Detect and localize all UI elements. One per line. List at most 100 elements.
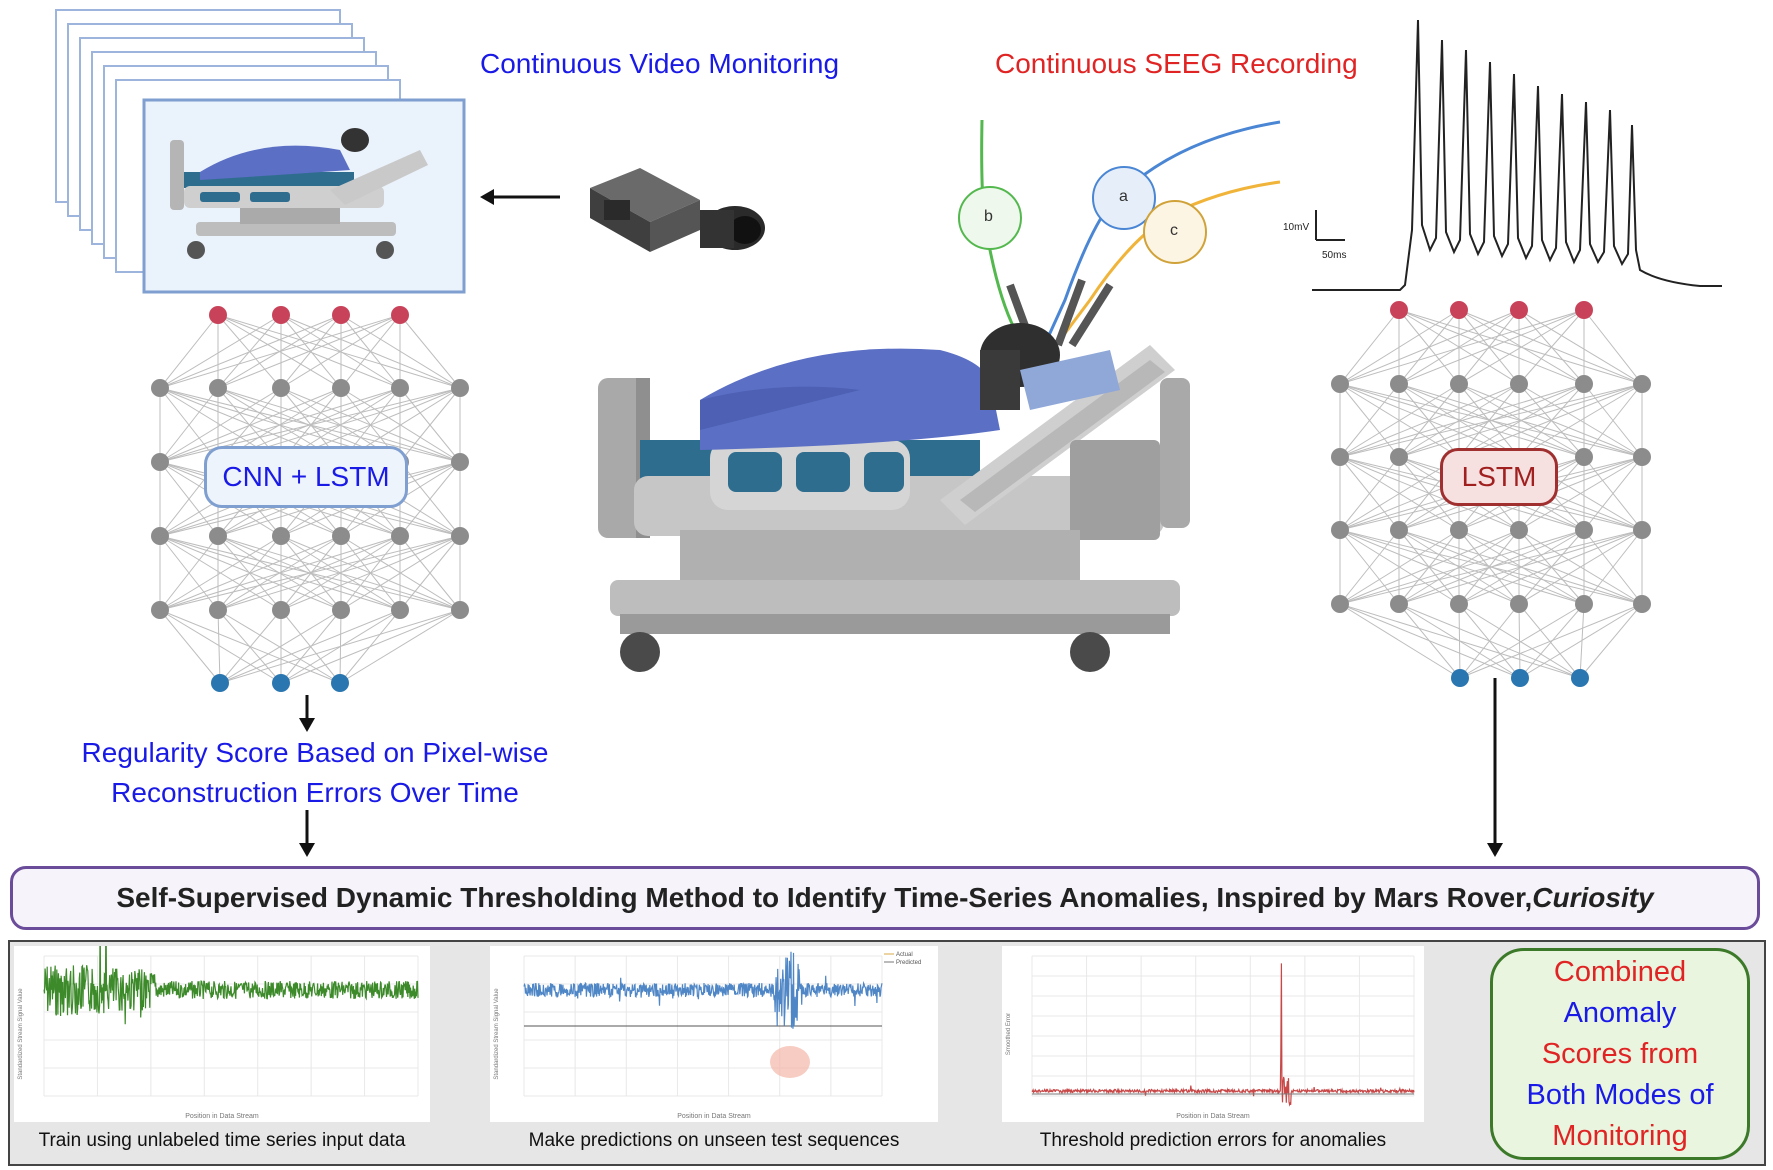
regularity-score-label: Regularity Score Based on Pixel-wise Rec… [0, 733, 630, 813]
output-node [1451, 669, 1469, 687]
method-banner: Self-Supervised Dynamic Thresholding Met… [10, 866, 1760, 930]
network-edge [1518, 383, 1643, 458]
train-chart-ylabel: Standardized Stream Signal Value [18, 988, 24, 1080]
network-edge [217, 609, 282, 684]
network-edge [1339, 603, 1461, 679]
hidden-node [1450, 521, 1468, 539]
network-edge [1339, 383, 1400, 458]
scale-ms-label: 50ms [1322, 250, 1347, 261]
network-edge [1398, 309, 1585, 385]
hidden-node [1633, 595, 1651, 613]
output-node [1571, 669, 1589, 687]
seeg-recording-label: Continuous SEEG Recording [995, 48, 1358, 79]
network-edge [1583, 309, 1643, 385]
network-edge [1518, 603, 1581, 679]
network-edge [1458, 309, 1643, 385]
lstm-box: LSTM [1440, 448, 1558, 506]
input-node [1390, 301, 1408, 319]
network-edge [399, 461, 461, 537]
electrode-c-label: c [1170, 222, 1178, 239]
anomaly-highlight [770, 1046, 810, 1078]
hidden-node [272, 527, 290, 545]
network-edge [1458, 309, 1585, 385]
hidden-node [151, 379, 169, 397]
network-edge [217, 535, 461, 611]
network-edge [1519, 603, 1643, 679]
network-edge [1458, 603, 1461, 679]
hidden-node [1331, 375, 1349, 393]
combined-line-4: Both Modes of [1526, 1078, 1714, 1111]
network-edge [219, 609, 401, 684]
hidden-node [209, 601, 227, 619]
network-edge [1339, 383, 1585, 458]
output-node [272, 674, 290, 692]
train-chart-xlabel: Position in Data Stream [185, 1113, 259, 1120]
network-edge [159, 387, 282, 463]
input-node [391, 306, 409, 324]
network-edge [1518, 309, 1585, 385]
video-monitoring-label: Continuous Video Monitoring [480, 48, 840, 79]
network-edge [1518, 529, 1643, 605]
network-edge [217, 314, 401, 389]
banner-italic: Curiosity [1532, 882, 1654, 913]
hidden-node [332, 379, 350, 397]
seeg-electrodes [958, 119, 1281, 361]
network-edge [159, 314, 342, 389]
network-edge [1339, 529, 1643, 605]
network-edge [1398, 529, 1520, 605]
network-edge [1518, 603, 1521, 679]
network-edge [1339, 529, 1460, 605]
network-edge [1339, 383, 1643, 458]
threshold-chart-ylabel: Smoothed Error [1006, 1013, 1012, 1055]
hidden-node [272, 601, 290, 619]
network-edge [1339, 309, 1585, 385]
hidden-node [451, 379, 469, 397]
hidden-node [451, 527, 469, 545]
hidden-node [1390, 595, 1408, 613]
network-edge [1579, 603, 1585, 679]
network-edge [217, 314, 461, 389]
hidden-node [332, 601, 350, 619]
input-node [332, 306, 350, 324]
network-edge [280, 314, 401, 389]
network-edge [1459, 603, 1585, 679]
hidden-node [1390, 375, 1408, 393]
network-edge [1518, 309, 1643, 385]
input-node [1510, 301, 1528, 319]
hidden-node [1575, 595, 1593, 613]
network-edge [159, 535, 461, 611]
scale-mv-label: 10mV [1283, 222, 1310, 233]
combined-line-2: Anomaly [1563, 996, 1677, 1029]
hidden-node [1390, 521, 1408, 539]
network-edge [1518, 456, 1643, 531]
hidden-node [1450, 375, 1468, 393]
hidden-node [391, 379, 409, 397]
predict-chart: Actual Predicted Standardized Stream Sig… [490, 946, 938, 1122]
hidden-node [209, 379, 227, 397]
network-edge [159, 535, 401, 611]
combined-line-3: Scores from [1541, 1037, 1699, 1070]
hidden-node [391, 601, 409, 619]
network-edge [1339, 456, 1460, 531]
hidden-node [1575, 521, 1593, 539]
network-edge [159, 314, 282, 389]
train-chart: Standardized Stream Signal Value Positio… [14, 946, 430, 1122]
network-edge [1339, 529, 1400, 605]
electrode-b-label: b [984, 208, 993, 225]
predict-chart-ylabel: Standardized Stream Signal Value [494, 988, 500, 1080]
network-edge [280, 314, 342, 389]
network-edge [399, 387, 461, 463]
hidden-node [1510, 595, 1528, 613]
hidden-node [1450, 595, 1468, 613]
hidden-node [1575, 375, 1593, 393]
video-frame-stack [55, 9, 466, 294]
hidden-node [451, 601, 469, 619]
hidden-node [1633, 375, 1651, 393]
regularity-line-2: Reconstruction Errors Over Time [111, 777, 519, 808]
step-predict-caption: Make predictions on unseen test sequence… [528, 1130, 900, 1151]
legend-predicted: Predicted [896, 960, 921, 966]
hidden-node [1331, 448, 1349, 466]
network-edge [217, 609, 341, 684]
cnn-lstm-box: CNN + LSTM [204, 446, 408, 508]
combined-scores-box: Combined Anomaly Scores from Both Modes … [1490, 948, 1750, 1160]
